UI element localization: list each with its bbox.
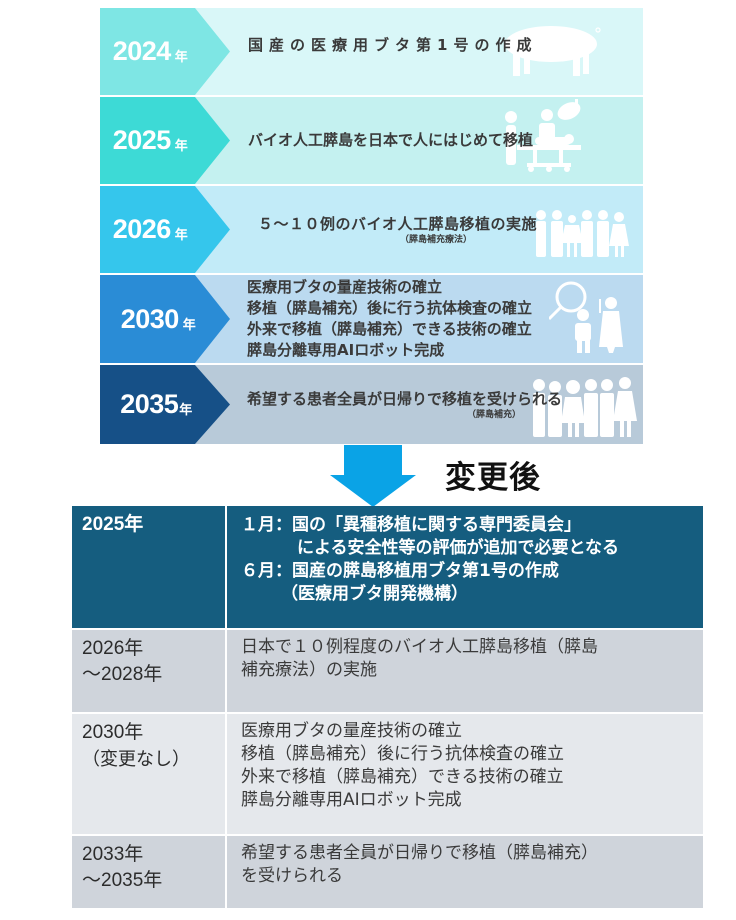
description-cell: 日本で１０例程度のバイオ人工膵島移植（膵島 補充療法）の実施 [226, 629, 705, 714]
table-row: 2033年 ～2035年 希望する患者全員が日帰りで移植（膵島補充） を受けられ… [72, 835, 705, 910]
after-change-heading: 変更後 [445, 460, 541, 496]
down-arrow-icon [330, 445, 416, 507]
doctor-patient-magnifier-icon [547, 279, 629, 359]
milestone-note: （膵島補充療法） [400, 234, 473, 245]
table-row: 2025年 １月：国の「異種移植に関する専門委員会」 による安全性等の評価が追加… [72, 506, 705, 630]
crowd-icon [531, 377, 637, 441]
year-cell: 2033年 ～2035年 [72, 835, 227, 910]
year-cell: 2025年 [72, 506, 227, 630]
milestone-text: バイオ人工膵島を日本で人にはじめて移植 [248, 131, 534, 149]
milestone-text: 国産の医療用ブタ第1号の作成 [248, 36, 538, 54]
group-of-people-icon [533, 209, 629, 263]
milestone-text: 医療用ブタの量産技術の確立 移植（膵島補充）後に行う抗体検査の確立 外来で移植（… [247, 278, 533, 359]
chevron-2035 [100, 365, 230, 444]
milestone-note: （膵島補充） [467, 409, 522, 420]
chevron-2025 [100, 97, 230, 184]
pig-icon [499, 22, 605, 82]
milestone-text: 希望する患者全員が日帰りで移植を受けられる （膵島補充） [247, 365, 633, 444]
table-row: 2030年 （変更なし） 医療用ブタの量産技術の確立 移植（膵島補充）後に行う抗… [72, 713, 705, 836]
description-cell: １月：国の「異種移植に関する専門委員会」 による安全性等の評価が追加で必要となる… [226, 506, 705, 630]
year-cell: 2026年 ～2028年 [72, 629, 227, 714]
chevron-2024 [100, 8, 230, 95]
surgery-icon [503, 98, 583, 183]
milestone-text: ５～１０例のバイオ人工膵島移植の実施 （膵島補充療法） [258, 186, 633, 273]
description-cell: 希望する患者全員が日帰りで移植（膵島補充） を受けられる [226, 835, 705, 910]
table-row: 2026年 ～2028年 日本で１０例程度のバイオ人工膵島移植（膵島 補充療法）… [72, 629, 705, 714]
chevron-2026 [100, 186, 230, 273]
year-cell: 2030年 （変更なし） [72, 713, 227, 836]
description-cell: 医療用ブタの量産技術の確立 移植（膵島補充）後に行う抗体検査の確立 外来で移植（… [226, 713, 705, 836]
chevron-2030 [100, 275, 230, 363]
revised-schedule-table: 2025年 １月：国の「異種移植に関する専門委員会」 による安全性等の評価が追加… [72, 506, 705, 910]
